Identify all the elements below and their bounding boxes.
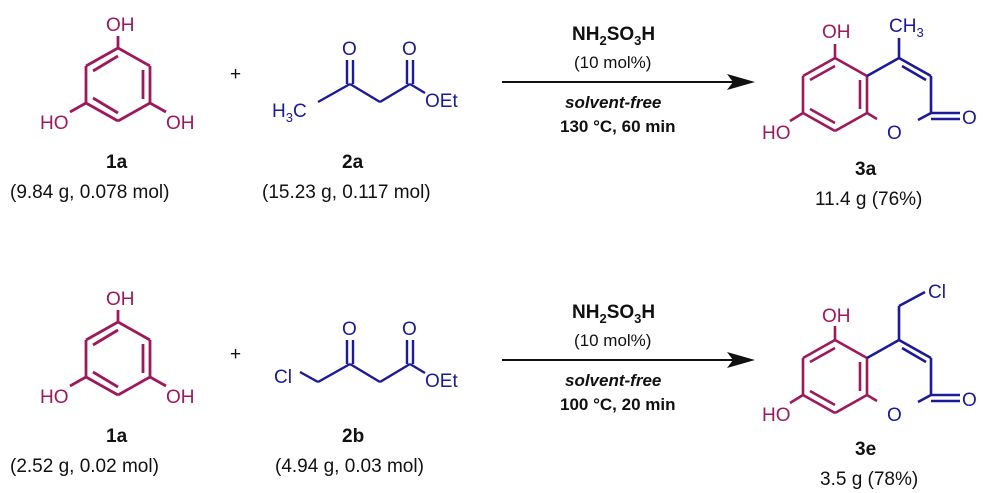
atom-oet-2: OEt: [425, 371, 458, 392]
atom-oh-5: OH: [822, 22, 851, 43]
reactant1-amount: (9.84 g, 0.078 mol): [10, 182, 169, 203]
compound-label-3e: 3e: [855, 439, 876, 460]
atom-ho-left: HO: [40, 113, 69, 134]
solvent-condition-2: solvent-free: [565, 371, 661, 390]
reactant1-amount-2: (2.52 g, 0.02 mol): [10, 456, 159, 477]
reagent-sulfamic-acid: NH2SO3H: [572, 24, 655, 48]
coumarin-structure-3a: [789, 38, 960, 133]
reactant2-amount: (15.23 g, 0.117 mol): [262, 182, 431, 203]
atom-ring-o: O: [887, 123, 902, 144]
atom-oh-5-2: OH: [822, 306, 851, 327]
atom-ketone-o-2: O: [342, 319, 357, 340]
atom-oh-top-2: OH: [106, 289, 135, 310]
atom-ketone-o: O: [342, 39, 357, 60]
compound-label-2a: 2a: [342, 152, 364, 173]
temperature-time-2: 100 °C, 20 min: [560, 395, 675, 414]
reagent-sulfamic-acid-2: NH2SO3H: [572, 302, 655, 326]
atom-methyl: H3C: [272, 101, 307, 125]
ethyl-acetoacetate-structure: [317, 60, 426, 104]
reaction-2: OH HO OH 1a (2.52 g, 0.02 mol) + O O Cl …: [10, 282, 977, 490]
atom-ester-o: O: [402, 39, 417, 60]
atom-oh-top: OH: [106, 15, 135, 36]
plus-sign-2: +: [230, 344, 241, 365]
atom-chloro: Cl: [274, 367, 292, 388]
temperature-time: 130 °C, 60 min: [560, 117, 675, 136]
plus-sign: +: [230, 64, 241, 85]
atom-ho-7-2: HO: [762, 405, 791, 426]
solvent-condition: solvent-free: [565, 93, 661, 112]
atom-ho-left-2: HO: [40, 387, 69, 408]
compound-label-1a-2: 1a: [106, 426, 128, 447]
atom-ring-o-2: O: [887, 405, 902, 426]
atom-ho-7: HO: [762, 123, 791, 144]
atom-carbonyl-o-2: O: [962, 390, 977, 411]
catalyst-loading: (10 mol%): [574, 53, 651, 72]
reaction-arrow-1: [502, 74, 755, 90]
reaction-1: OH HO OH 1a (9.84 g, 0.078 mol) + O O H3…: [10, 15, 977, 210]
product-yield-3e: 3.5 g (78%): [820, 469, 918, 490]
reaction-arrow-2: [502, 352, 755, 368]
compound-label-1a: 1a: [106, 152, 128, 173]
compound-label-2b: 2b: [342, 426, 364, 447]
atom-carbonyl-o: O: [962, 108, 977, 129]
phloroglucinol-structure-1: [69, 36, 167, 123]
atom-oh-right-2: OH: [166, 387, 195, 408]
atom-ch3: CH3: [889, 16, 924, 40]
coumarin-structure-3e: [789, 290, 960, 415]
reactant2-amount-2: (4.94 g, 0.03 mol): [275, 456, 424, 477]
ethyl-chloroacetoacetate-structure: [299, 340, 426, 384]
atom-chloromethyl-cl: Cl: [928, 282, 946, 303]
atom-ester-o-2: O: [402, 319, 417, 340]
product-yield-3a: 11.4 g (76%): [815, 189, 922, 210]
atom-oet: OEt: [425, 91, 458, 112]
phloroglucinol-structure-2: [69, 310, 167, 397]
atom-oh-right: OH: [166, 113, 195, 134]
compound-label-3a: 3a: [855, 159, 877, 180]
catalyst-loading-2: (10 mol%): [574, 331, 651, 350]
